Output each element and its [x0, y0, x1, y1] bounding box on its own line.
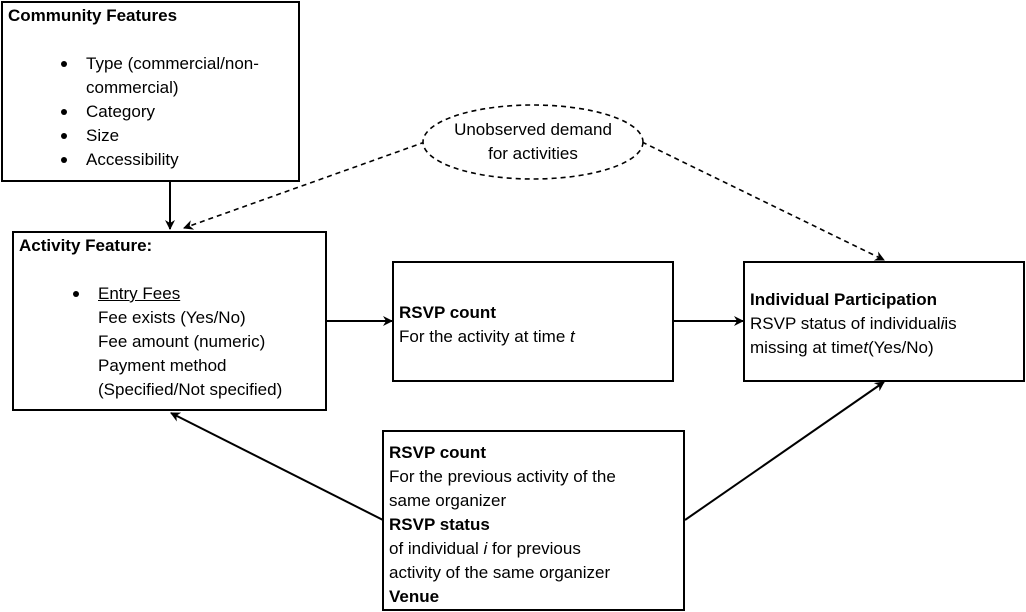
edge-previous-to-activity: [170, 412, 384, 521]
rsvp-count-node: RSVP count For the activity at time t: [392, 261, 674, 382]
previous-activity-node: RSVP count For the previous activity of …: [382, 430, 685, 611]
payment-method-line: Payment method: [98, 356, 227, 375]
participation-title: Individual Participation: [750, 290, 938, 309]
participation-var-t: t: [863, 338, 869, 357]
participation-line1-suffix: is: [944, 314, 957, 333]
entry-fees-block: Entry Fees Fee exists (Yes/No) Fee amoun…: [19, 282, 320, 402]
community-item-accessibility: Accessibility: [61, 148, 293, 172]
activity-feature-title: Activity Feature:: [19, 236, 153, 255]
activity-feature-node: Activity Feature: Entry Fees Fee exists …: [12, 231, 327, 411]
entry-fees-label: Entry Fees: [98, 284, 181, 303]
unobserved-demand-label: Unobserved demand for activities: [433, 118, 633, 166]
previous-status-line2: activity of the same organizer: [389, 563, 611, 582]
participation-line2-suffix: (Yes/No): [868, 338, 934, 357]
previous-rsvp-count-title: RSVP count: [389, 443, 486, 462]
participation-line2: missing at timet(Yes/No): [750, 336, 1018, 360]
community-item-type: Type (commercial/non-commercial): [61, 52, 286, 100]
community-features-node: Community Features Type (commercial/non-…: [1, 1, 300, 182]
rsvp-count-var-t: t: [570, 327, 575, 346]
fee-amount-line: Fee amount (numeric): [98, 332, 266, 351]
rsvp-count-title: RSVP count: [399, 303, 496, 322]
rsvp-count-description: For the activity at time t: [399, 325, 667, 349]
community-item-category: Category: [61, 100, 293, 124]
participation-var-i: i: [940, 314, 945, 333]
fee-exists-line: Fee exists (Yes/No): [98, 308, 246, 327]
community-features-list: Type (commercial/non-commercial) Categor…: [8, 52, 293, 172]
previous-status-prefix: of individual: [389, 539, 484, 558]
previous-var-i: i: [483, 539, 488, 558]
edge-unobserved-to-activity: [183, 141, 426, 230]
individual-participation-node: Individual Participation RSVP status of …: [743, 261, 1025, 382]
previous-status-suffix: for previous: [487, 539, 581, 558]
edge-previous-to-participation: [684, 381, 885, 521]
participation-line1: RSVP status of individualiis: [750, 312, 1018, 336]
rsvp-count-text: For the activity at time: [399, 327, 570, 346]
payment-method-options-line: (Specified/Not specified): [98, 380, 283, 399]
edge-unobserved-to-participation: [641, 141, 885, 261]
previous-count-line2: same organizer: [389, 491, 507, 510]
previous-count-line1: For the previous activity of the: [389, 467, 616, 486]
previous-status-line1: of individual i for previous: [389, 537, 678, 561]
community-item-size: Size: [61, 124, 293, 148]
unobserved-line1: Unobserved demand: [454, 120, 612, 139]
previous-rsvp-status-title: RSVP status: [389, 515, 490, 534]
participation-line1-prefix: RSVP status of individual: [750, 314, 941, 333]
participation-line2-prefix: missing at time: [750, 338, 864, 357]
community-features-title: Community Features: [8, 6, 178, 25]
unobserved-line2: for activities: [488, 144, 578, 163]
unobserved-demand-node: [422, 104, 644, 180]
venue-label: Venue: [389, 587, 440, 606]
